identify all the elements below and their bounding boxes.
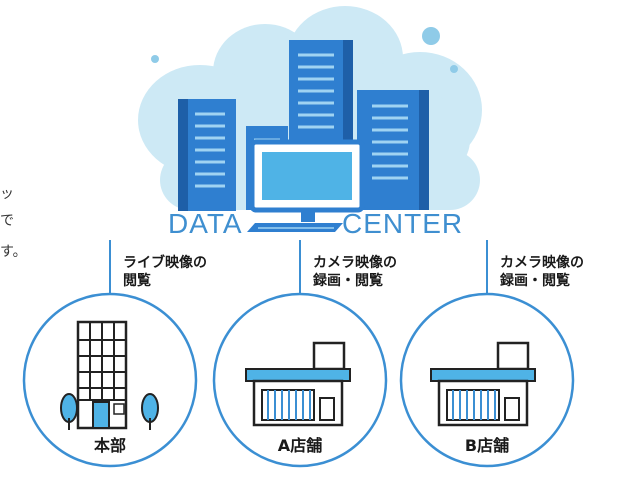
location-label-store-a: A店舗: [277, 436, 323, 455]
datacenter-word-center: CENTER: [342, 208, 464, 239]
intro-text-line-1: ッ: [0, 186, 14, 202]
store-icon: [245, 341, 351, 427]
location-label-hq: 本部: [93, 436, 127, 455]
connection-label-line: ライブ映像の: [123, 255, 207, 271]
connection-label-line: 録画・閲覧: [500, 273, 570, 289]
keyboard-icon: [247, 223, 343, 232]
intro-text-line-3: す。: [0, 244, 27, 260]
server-rack-left: [178, 99, 236, 211]
connection-label-store-a: カメラ映像の 録画・閲覧: [313, 254, 397, 290]
office-building-icon: [60, 320, 159, 430]
store-icon: [430, 341, 536, 427]
connection-label-hq: ライブ映像の 閲覧: [123, 254, 207, 290]
location-label-store-b: B店舗: [464, 436, 510, 455]
connection-label-line: カメラ映像の: [313, 255, 397, 271]
datacenter-word-data: DATA: [168, 208, 243, 239]
decor-dot: [450, 65, 458, 73]
monitor-icon: [249, 139, 365, 222]
decor-dot: [422, 27, 440, 45]
connection-label-line: 閲覧: [123, 273, 151, 289]
connection-label-line: 録画・閲覧: [313, 273, 383, 289]
connection-label-store-b: カメラ映像の 録画・閲覧: [500, 254, 584, 290]
connector-lines: [109, 240, 488, 296]
decor-dot: [151, 55, 159, 63]
intro-text-line-2: で: [0, 213, 14, 229]
connection-label-line: カメラ映像の: [500, 255, 584, 271]
server-rack-right: [357, 90, 429, 210]
